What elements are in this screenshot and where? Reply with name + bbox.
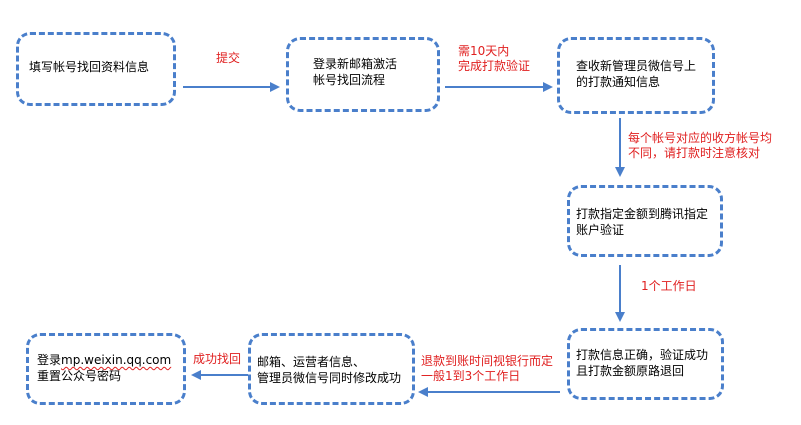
step-check-line1: 查收新管理员微信号上 (576, 59, 697, 73)
step-activate-line2: 帐号找回流程 (313, 73, 386, 87)
step-fill-info-box: 填写帐号找回资料信息 (16, 32, 176, 106)
label-one-workday: 1个工作日 (641, 279, 697, 293)
step-transfer-line2: 账户验证 (576, 223, 625, 237)
label-refund-line1: 退款到账时间视银行而定 (421, 354, 554, 368)
login-prefix: 登录 (37, 353, 62, 367)
label-account-note-line2: 不同，请打款时注意核对 (628, 146, 761, 160)
step-login-line2: 重置公众号密码 (37, 369, 122, 383)
step-fill-info-text: 填写帐号找回资料信息 (29, 60, 150, 74)
step-verified-line2: 且打款金额原路退回 (576, 364, 685, 378)
label-recovered: 成功找回 (193, 352, 242, 366)
step-activate-line1: 登录新邮箱激活 (313, 57, 398, 71)
label-within-10-days-line2: 完成打款验证 (458, 59, 531, 73)
step-modify-box: 邮箱、运营者信息、 管理员微信号同时修改成功 (248, 333, 415, 405)
step-verified-box: 打款信息正确，验证成功 且打款金额原路退回 (567, 328, 724, 400)
step-login-line1: 登录mp.weixin.qq.com (37, 352, 171, 368)
label-refund-line2: 一般1到3个工作日 (421, 369, 521, 383)
step-check-line2: 的打款通知信息 (576, 75, 661, 89)
step-activate-box: 登录新邮箱激活 帐号找回流程 (286, 37, 440, 112)
step-modify-line2: 管理员微信号同时修改成功 (257, 371, 402, 385)
step-check-box: 查收新管理员微信号上 的打款通知信息 (557, 37, 715, 114)
step-verified-line1: 打款信息正确，验证成功 (576, 348, 709, 362)
step-modify-line1: 邮箱、运营者信息、 (257, 355, 366, 369)
step-transfer-line1: 打款指定金额到腾讯指定 (576, 207, 709, 221)
login-url[interactable]: mp.weixin.qq.com (61, 353, 172, 367)
label-submit: 提交 (216, 51, 241, 65)
label-within-10-days-line1: 需10天内 (458, 44, 510, 58)
step-transfer-box: 打款指定金额到腾讯指定 账户验证 (567, 185, 723, 257)
step-login-box: 登录mp.weixin.qq.com 重置公众号密码 (26, 333, 186, 405)
label-account-note-line1: 每个帐号对应的收方帐号均 (628, 131, 773, 145)
